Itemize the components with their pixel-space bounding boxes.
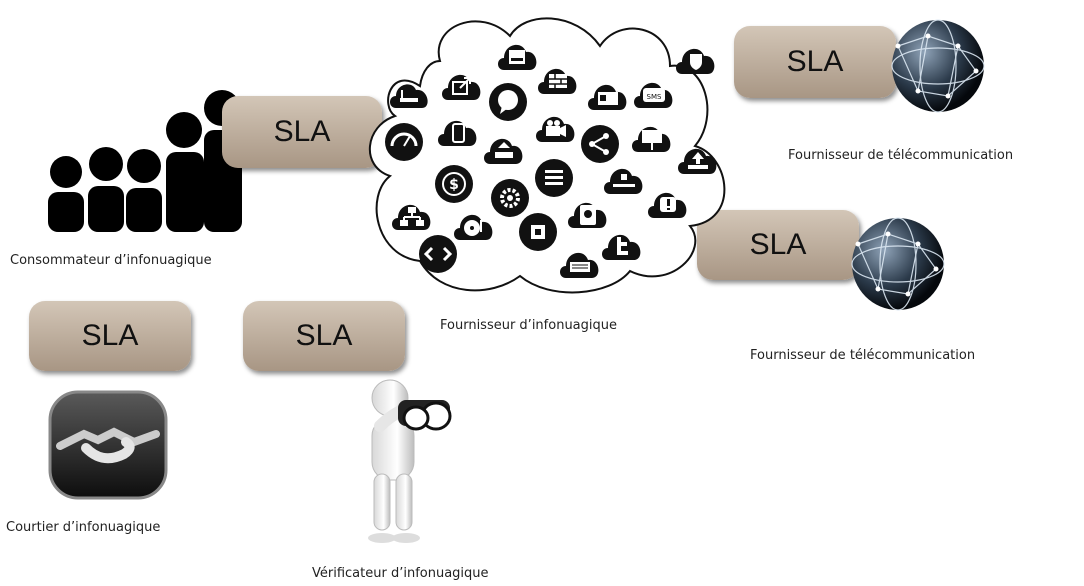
- chip-icon: [519, 213, 557, 251]
- auditor-label: Vérificateur d’infonuagique: [312, 566, 489, 581]
- code-icon: [419, 235, 457, 273]
- svg-text:SMS: SMS: [647, 93, 662, 101]
- sla-broker-box: SLA: [29, 301, 191, 371]
- share-icon: [581, 125, 619, 163]
- consumer-label: Consommateur d’infonuagique: [10, 253, 212, 268]
- router-icon: [390, 84, 428, 108]
- people-group-icon: [48, 90, 242, 232]
- svg-text:$: $: [449, 177, 459, 193]
- network-node-icon: [604, 168, 643, 194]
- broker-label: Courtier d’infonuagique: [6, 520, 161, 535]
- video-camera-icon: [536, 116, 575, 142]
- sla-consumer-box: SLA: [222, 96, 382, 168]
- upload-icon: [678, 148, 717, 174]
- sitemap-icon: [392, 204, 431, 230]
- external-link-icon: [442, 74, 481, 100]
- auditor-figure-icon: [368, 379, 452, 543]
- keyboard-icon: [560, 252, 599, 278]
- tumblr-icon: [602, 234, 641, 260]
- telecom-bottom-label: Fournisseur de télécommunication: [750, 348, 976, 363]
- globe-icon: [851, 217, 945, 311]
- presentation-icon: [632, 126, 671, 152]
- handshake-icon: [48, 390, 168, 500]
- alert-icon: [648, 192, 687, 218]
- smartphone-icon: [438, 120, 477, 146]
- speedometer-icon: [385, 123, 423, 161]
- disc-music-icon: [454, 214, 493, 240]
- hard-drive-icon: [568, 202, 607, 228]
- provider-label: Fournisseur d’infonuagique: [440, 318, 617, 333]
- contact-card-icon: [588, 84, 627, 110]
- printer-icon: [498, 44, 537, 70]
- sla-telecom-bottom-box: SLA: [697, 210, 859, 280]
- dollar-icon: $: [435, 165, 473, 203]
- globe-icon: [891, 19, 985, 113]
- sla-telecom-top-box: SLA: [734, 26, 896, 98]
- firewall-icon: [538, 68, 577, 94]
- shield-icon: [676, 48, 715, 74]
- sms-icon: SMS: [634, 82, 673, 108]
- sla-auditor-box: SLA: [243, 301, 405, 371]
- list-icon: [535, 159, 573, 197]
- telecom-top-label: Fournisseur de télécommunication: [788, 148, 1014, 163]
- upload-tray-icon: [484, 138, 523, 164]
- chat-bubble-icon: [489, 83, 527, 121]
- gear-icon: [491, 179, 529, 217]
